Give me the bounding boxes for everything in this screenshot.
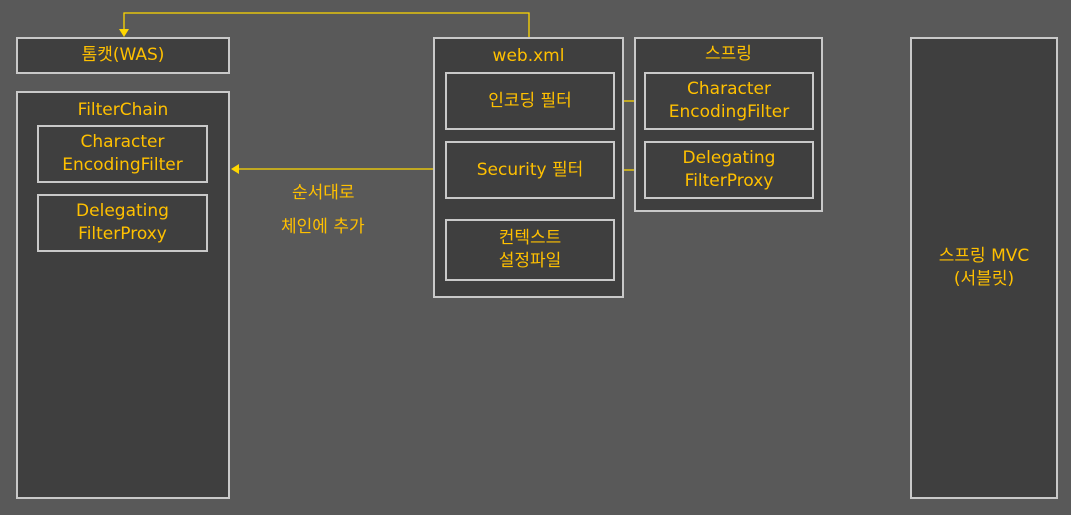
spring-item-line2: FilterProxy xyxy=(684,171,774,191)
spring-title: 스프링 xyxy=(705,44,752,64)
webxml-title: web.xml xyxy=(492,46,565,66)
filterchain-item-line1: Character xyxy=(80,132,165,152)
filterchain-item-line2: FilterProxy xyxy=(78,224,167,244)
filterchain-item-delegating-proxy: Delegating FilterProxy xyxy=(37,194,208,252)
tomcat-arrowhead xyxy=(119,29,129,37)
webxml-context-config: 컨텍스트 설정파일 xyxy=(445,219,615,281)
spring-character-encoding-filter: Character EncodingFilter xyxy=(644,72,814,130)
spring-mvc-panel: 스프링 MVC (서블릿) xyxy=(910,37,1058,499)
spring-mvc-line1: 스프링 MVC xyxy=(938,246,1030,266)
spring-item-line2: EncodingFilter xyxy=(668,102,790,122)
spring-delegating-filter-proxy: Delegating FilterProxy xyxy=(644,141,814,199)
filterchain-arrowhead xyxy=(231,164,239,174)
webxml-encoding-filter: 인코딩 필터 xyxy=(445,72,615,130)
spring-mvc-line2: (서블릿) xyxy=(953,269,1015,289)
filterchain-item-line2: EncodingFilter xyxy=(62,155,183,175)
filterchain-title: FilterChain xyxy=(77,100,169,120)
security-filter-label: Security 필터 xyxy=(476,159,584,180)
webxml-to-tomcat-connector xyxy=(123,12,530,38)
context-config-line1: 컨텍스트 xyxy=(498,228,562,248)
tomcat-box: 톰캣(WAS) xyxy=(16,37,230,74)
filterchain-item-character-encoding: Character EncodingFilter xyxy=(37,125,208,183)
filterchain-item-line1: Delegating xyxy=(76,201,169,221)
spring-item-line1: Character xyxy=(687,79,771,99)
encoding-filter-label: 인코딩 필터 xyxy=(488,90,572,111)
arrow-note-line2: 체인에 추가 xyxy=(281,217,365,237)
tomcat-label: 톰캣(WAS) xyxy=(81,45,165,65)
arrow-note-line1: 순서대로 xyxy=(292,183,355,203)
webxml-security-filter: Security 필터 xyxy=(445,141,615,199)
context-config-line2: 설정파일 xyxy=(498,251,562,271)
spring-item-line1: Delegating xyxy=(682,148,776,168)
